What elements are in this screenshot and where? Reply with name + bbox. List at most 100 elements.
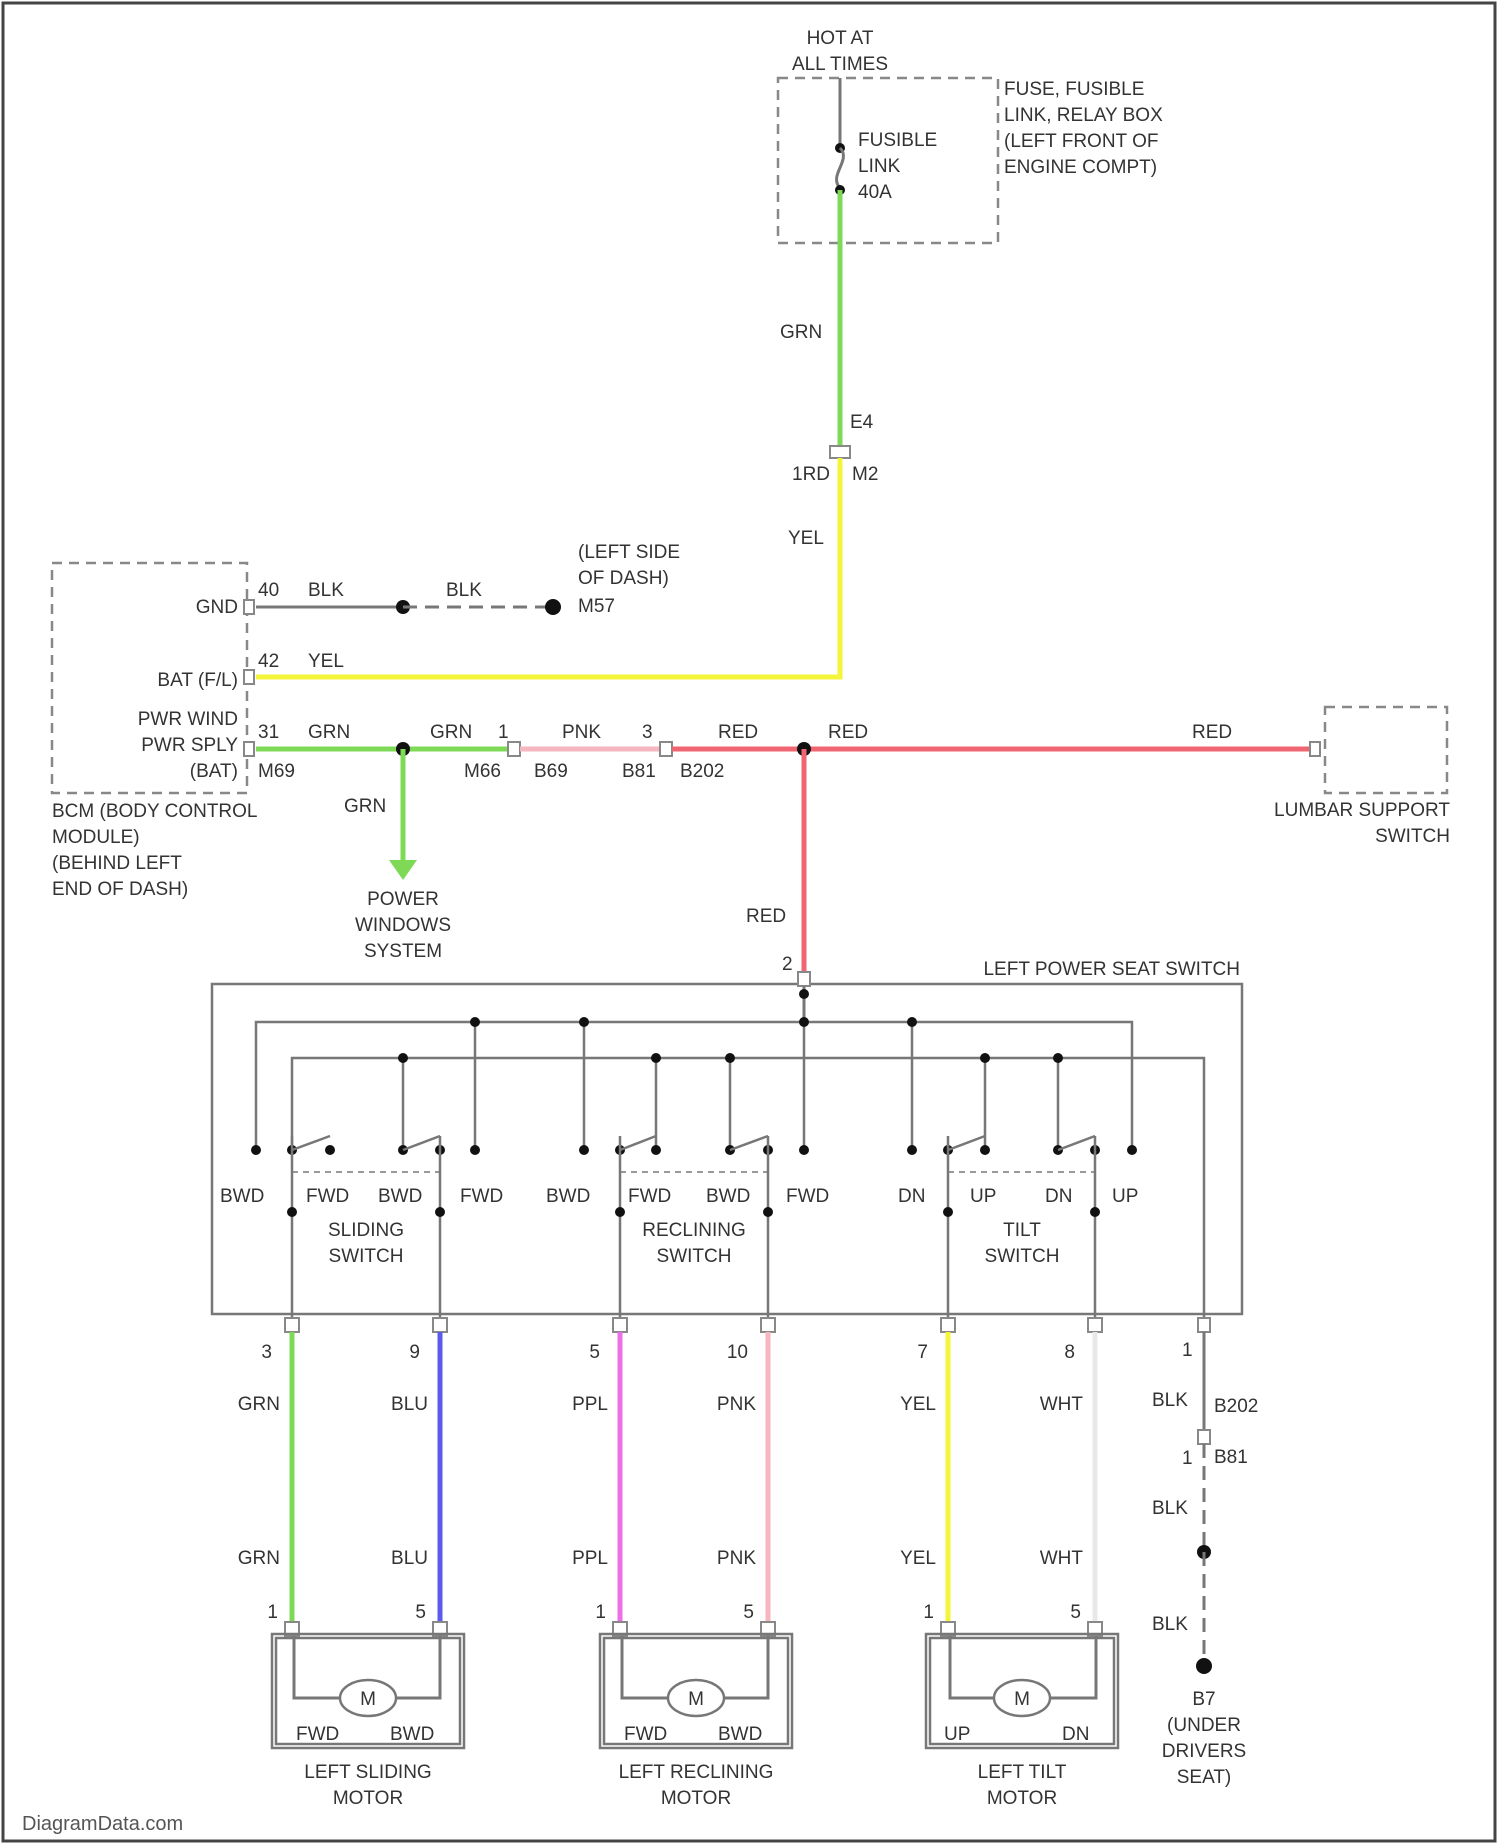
seat-switch-input-connector: [798, 972, 810, 986]
left-reclining-motor: M FWD BWD LEFT RECLINING MOTOR: [600, 1634, 792, 1809]
switch-bus-upper: [256, 1022, 1132, 1150]
wire-label-yel-vertical: YEL: [788, 528, 824, 549]
ground-b7-name-2: DRIVERS: [1162, 1741, 1246, 1762]
wire-label-bottom-3: PNK: [717, 1548, 756, 1569]
connector-1rd-label: 1RD: [792, 464, 830, 485]
wire-label-bottom-5: WHT: [1040, 1548, 1084, 1569]
seat-switch-pin-connector-2: [613, 1318, 627, 1332]
wire-label-top-2: PPL: [572, 1394, 608, 1415]
sliding-motor-bwd: BWD: [390, 1724, 434, 1745]
seat-ground-connector: [1198, 1318, 1210, 1332]
power-windows-label-1: POWER: [367, 889, 439, 910]
lumbar-connector: [1310, 742, 1320, 756]
wire-label-bottom-2: PPL: [572, 1548, 608, 1569]
all-times-label: ALL TIMES: [792, 54, 888, 75]
switch-blade-3: [730, 1136, 768, 1150]
wire-label-top-0: GRN: [238, 1394, 280, 1415]
switch-blade-1: [403, 1136, 440, 1150]
harness-conn-b69-label: B69: [534, 761, 568, 782]
bcm-conn-m69-label: M69: [258, 761, 295, 782]
seat-switch-pin-label-2: 5: [589, 1342, 600, 1363]
pin-e4-label: E4: [850, 412, 874, 433]
fuse-box-name-2: LINK, RELAY BOX: [1004, 105, 1163, 126]
sliding-bwd-2: BWD: [378, 1186, 422, 1207]
switch-blade-5: [1058, 1136, 1095, 1150]
lumbar-support-switch-outline: [1325, 707, 1447, 793]
fuse-rating-label: 40A: [858, 182, 892, 203]
seat-ground-section: 1 BLK B202 B81 1 BLK BLK B7 (UNDER DRIVE…: [1152, 1318, 1258, 1788]
tilt-dn-2: DN: [1045, 1186, 1072, 1207]
bcm-pwr-label-2: PWR SPLY: [141, 735, 238, 756]
reclining-motor-lead-left: [622, 1636, 672, 1698]
motor-wires: 3GRNGRN19BLUBLU55PPLPPL110PNKPNK57YELYEL…: [238, 1318, 1102, 1636]
switch-leg-node-a-1: [615, 1207, 625, 1217]
reclining-switch-name-2: SWITCH: [657, 1246, 732, 1267]
watermark: DiagramData.com: [22, 1813, 183, 1835]
bcm-section: GND BAT (F/L) PWR WIND PWR SPLY (BAT) 40…: [52, 563, 350, 900]
bcm-name-4: END OF DASH): [52, 879, 188, 900]
switch-lower-node-4: [1053, 1053, 1063, 1063]
switch-upper-node-3: [907, 1017, 917, 1027]
switch-upper-node-0: [470, 1017, 480, 1027]
ground-m57-name-2: OF DASH): [578, 568, 669, 589]
power-windows-arrow-icon: [389, 860, 417, 880]
seat-ground-connector-b81: [1198, 1430, 1210, 1444]
harness-pin-3-label: 3: [642, 722, 653, 743]
seat-switch-pin-connector-5: [1088, 1318, 1102, 1332]
wire-label-blk-seat-3: BLK: [1152, 1614, 1188, 1635]
ground-b7-id: B7: [1192, 1689, 1215, 1710]
switch-blade-0: [292, 1136, 330, 1150]
ground-point-m57: [545, 599, 561, 615]
wire-label-red-1: RED: [718, 722, 758, 743]
connector-m66: [508, 742, 520, 756]
sliding-motor-name-1: LEFT SLIDING: [304, 1762, 431, 1783]
motor-pin-label-1: 5: [415, 1602, 426, 1623]
connector-e4-m2: [830, 446, 850, 458]
reclining-motor-bwd: BWD: [718, 1724, 762, 1745]
wire-label-blk-seat-2: BLK: [1152, 1498, 1188, 1519]
hot-at-label: HOT AT: [807, 28, 874, 49]
motor-pin-label-0: 1: [267, 1602, 278, 1623]
bcm-pin-40: [244, 600, 254, 614]
switch-leg-node-b-1: [763, 1207, 773, 1217]
seat-switch-pin-connector-1: [433, 1318, 447, 1332]
reclining-bwd-2: BWD: [706, 1186, 750, 1207]
seat-switch-pin-2: 2: [782, 954, 793, 975]
wire-label-grn-fuse: GRN: [780, 322, 822, 343]
motor-pin-label-5: 5: [1070, 1602, 1081, 1623]
harness-conn-b81-label: B81: [622, 761, 656, 782]
tilt-motor-name-2: MOTOR: [987, 1788, 1057, 1809]
switch-contact-8: [651, 1145, 661, 1155]
switch-contact-14: [980, 1145, 990, 1155]
switch-contact-6: [579, 1145, 589, 1155]
fuse-box-name-3: (LEFT FRONT OF: [1004, 131, 1158, 152]
switch-contact-0: [251, 1145, 261, 1155]
wire-label-bottom-0: GRN: [238, 1548, 280, 1569]
switch-leg-node-b-0: [435, 1207, 445, 1217]
seat-switch-pin-connector-3: [761, 1318, 775, 1332]
switch-contact-2: [325, 1145, 335, 1155]
seat-switch-pin-label-3: 10: [727, 1342, 748, 1363]
sliding-bwd-1: BWD: [220, 1186, 264, 1207]
harness-conn-m66-label: M66: [464, 761, 501, 782]
seat-switch-position-labels: BWD FWD BWD FWD SLIDING SWITCH BWD FWD B…: [220, 1186, 1138, 1267]
bcm-name-3: (BEHIND LEFT: [52, 853, 182, 874]
switch-contact-12: [907, 1145, 917, 1155]
wire-label-top-1: BLU: [391, 1394, 428, 1415]
harness-pin-1-label: 1: [498, 722, 509, 743]
motor-symbol: M: [688, 1689, 704, 1710]
wire-yel-bat: [256, 458, 840, 677]
reclining-motor-name-2: MOTOR: [661, 1788, 731, 1809]
ground-m57-id: M57: [578, 596, 615, 617]
wire-label-top-3: PNK: [717, 1394, 756, 1415]
seat-switch-pin-connector-4: [941, 1318, 955, 1332]
fuse-box-name-4: ENGINE COMPT): [1004, 157, 1157, 178]
wire-label-bottom-4: YEL: [900, 1548, 936, 1569]
reclining-fwd-2: FWD: [786, 1186, 829, 1207]
sliding-switch-name-2: SWITCH: [329, 1246, 404, 1267]
switch-blade-2: [620, 1136, 656, 1150]
lumbar-label-2: SWITCH: [1375, 826, 1450, 847]
bcm-gnd-label: GND: [196, 597, 238, 618]
wire-label-grn-bcm: GRN: [308, 722, 350, 743]
